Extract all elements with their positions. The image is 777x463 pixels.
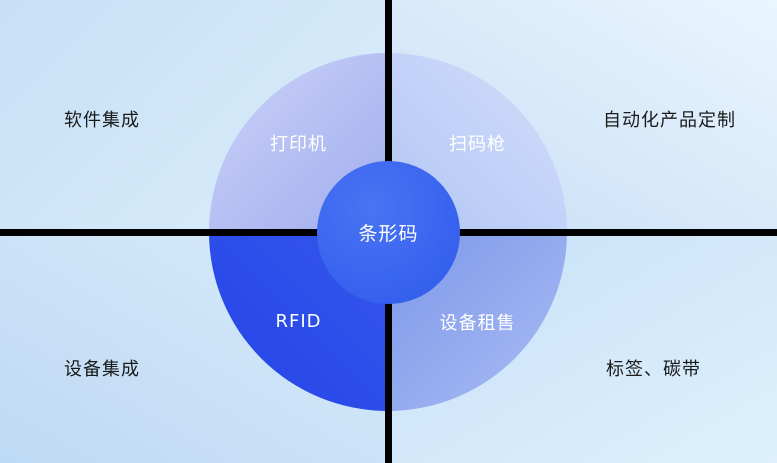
corner-label-automation-customization: 自动化产品定制 — [603, 110, 736, 131]
segment-label-printer: 打印机 — [270, 133, 327, 155]
center-label: 条形码 — [358, 223, 419, 245]
corner-label-software-integration: 软件集成 — [64, 110, 140, 131]
center-circle: 条形码 — [317, 161, 460, 304]
segment-label-scanner: 扫码枪 — [449, 133, 506, 155]
segment-label-rental: 设备租售 — [439, 312, 516, 334]
segment-label-rfid: RFID — [275, 311, 322, 332]
corner-label-labels-ribbons: 标签、碳带 — [606, 359, 701, 380]
corner-label-equipment-integration: 设备集成 — [64, 359, 140, 380]
